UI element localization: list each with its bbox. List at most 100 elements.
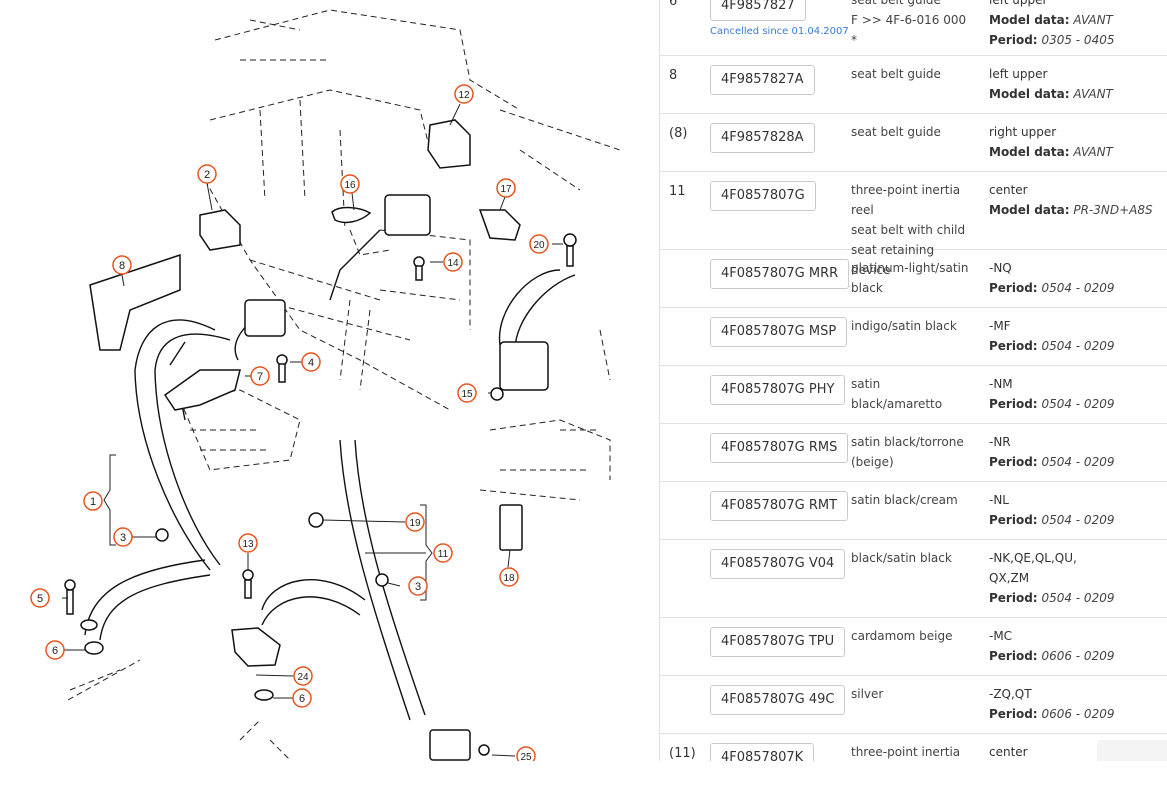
callout-3[interactable]: 3 (408, 576, 428, 596)
info-text: -NM (989, 377, 1013, 391)
callout-18[interactable]: 18 (499, 567, 519, 587)
callout-8[interactable]: 8 (112, 255, 132, 275)
part-number-button[interactable]: 4F9857827A (710, 65, 815, 95)
callout-5[interactable]: 5 (30, 588, 50, 608)
callout-11[interactable]: 11 (433, 543, 453, 563)
description-line: F >> 4F-6-016 000 (851, 13, 967, 27)
info-key: Period: (989, 649, 1038, 663)
callout-16[interactable]: 16 (340, 174, 360, 194)
info-value: AVANT (1073, 145, 1113, 159)
callout-label: 5 (37, 593, 43, 605)
callout-3[interactable]: 3 (113, 527, 133, 547)
part-description: cardamom beige (851, 626, 973, 646)
callout-label: 13 (242, 539, 254, 550)
position-number: (8) (669, 126, 688, 141)
bottom-whitespace (0, 761, 1167, 800)
description-line: satin black/cream (851, 493, 958, 507)
callout-label: 8 (119, 260, 125, 272)
description-line: indigo/satin black (851, 319, 957, 333)
callout-label: 18 (503, 573, 515, 584)
part-number-button[interactable]: 4F0857807G RMS (710, 433, 849, 463)
position-number: 11 (669, 184, 686, 199)
info-key: Period: (989, 707, 1038, 721)
info-key: Period: (989, 513, 1038, 527)
callout-label: 20 (533, 240, 545, 251)
part-number-button[interactable]: 4F9857828A (710, 123, 815, 153)
description-line: seat belt guide (851, 0, 941, 7)
info-key: Period: (989, 339, 1038, 353)
description-line: seat retaining device (851, 243, 935, 277)
info-text: -MC (989, 629, 1013, 643)
callout-20[interactable]: 20 (529, 234, 549, 254)
part-number-button[interactable]: 4F0857807G 49C (710, 685, 846, 715)
callout-12[interactable]: 12 (454, 84, 474, 104)
cancelled-note: Cancelled since 01.04.2007 (710, 26, 849, 37)
callout-13[interactable]: 13 (238, 533, 258, 553)
info-value: 0504 - 0209 (1041, 591, 1115, 605)
callout-label: 3 (415, 581, 421, 593)
callout-17[interactable]: 17 (496, 178, 516, 198)
part-number-button[interactable]: 4F0857807G TPU (710, 627, 846, 657)
info-text: left upper (989, 0, 1048, 7)
callout-15[interactable]: 15 (457, 383, 477, 403)
info-text: center (989, 745, 1028, 759)
part-number-button[interactable]: 4F0857807G PHY (710, 375, 846, 405)
info-value: 0305 - 0405 (1041, 33, 1115, 47)
part-info: -NR Period: 0504 - 0209 (989, 432, 1167, 472)
description-line: three-point inertia reel (851, 183, 961, 217)
info-value: 0504 - 0209 (1041, 281, 1115, 295)
info-field: Period: 0504 - 0209 (989, 588, 1167, 608)
part-number-button[interactable]: 4F0857807K (710, 743, 815, 761)
description-line: silver (851, 687, 884, 701)
callout-7[interactable]: 7 (250, 366, 270, 386)
part-number-button[interactable]: 4F0857807G MSP (710, 317, 848, 347)
info-text: -NR (989, 435, 1011, 449)
part-description: black/satin black (851, 548, 973, 568)
callout-24[interactable]: 24 (293, 666, 313, 686)
callout-label: 6 (299, 693, 305, 705)
part-number-button[interactable]: 4F0857807G V04 (710, 549, 846, 579)
info-value: 0504 - 0209 (1041, 513, 1115, 527)
callout-19[interactable]: 19 (405, 512, 425, 532)
info-value: AVANT (1073, 87, 1113, 101)
part-number-button[interactable]: 4F0857807G RMT (710, 491, 849, 521)
callout-6[interactable]: 6 (292, 688, 312, 708)
callout-4[interactable]: 4 (301, 352, 321, 372)
part-number-button[interactable]: 4F0857807G MRR (710, 259, 850, 289)
callout-14[interactable]: 14 (443, 252, 463, 272)
scroll-corner-button[interactable] (1097, 740, 1167, 761)
callout-2[interactable]: 2 (197, 164, 217, 184)
callout-label: 1 (90, 496, 96, 508)
info-field: Period: 0504 - 0209 (989, 336, 1167, 356)
description-line: black (851, 281, 883, 295)
callout-label: 16 (344, 180, 356, 191)
description-line: seat belt with child (851, 223, 966, 237)
info-text: -NK,QE,QL,QU, (989, 551, 1077, 565)
part-description: satin black/torrone(beige) (851, 432, 973, 472)
info-field: Period: 0504 - 0209 (989, 510, 1167, 530)
parts-row: (11) 4F0857807K three-point inertia reel ce… (660, 734, 1167, 761)
part-number-button[interactable]: 4F9857827 (710, 0, 806, 21)
info-key: Model data: (989, 13, 1070, 27)
position-number: (11) (669, 746, 696, 761)
description-line: satin black/torrone (851, 435, 964, 449)
callout-1[interactable]: 1 (83, 491, 103, 511)
part-description: three-point inertia reel (851, 742, 973, 761)
callout-25[interactable]: 25 (516, 746, 536, 761)
callout-label: 15 (461, 389, 473, 400)
callout-6[interactable]: 6 (45, 640, 65, 660)
info-field: Period: 0504 - 0209 (989, 452, 1167, 472)
info-key: Period: (989, 281, 1038, 295)
part-description: silver (851, 684, 973, 704)
callout-label: 4 (308, 357, 314, 369)
part-number-button[interactable]: 4F0857807G (710, 181, 816, 211)
info-field: Model data: PR-3ND+A8S (989, 200, 1167, 220)
